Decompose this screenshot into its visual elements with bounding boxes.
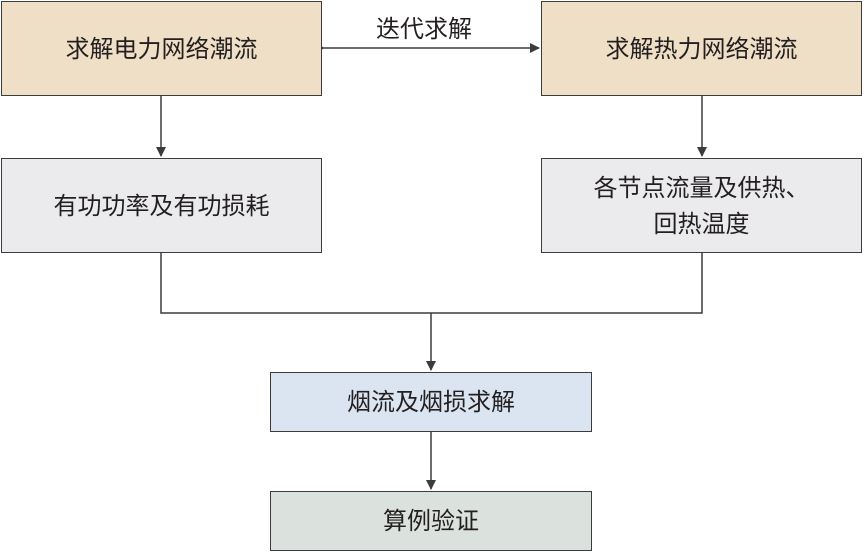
exergy-node: 烟流及烟损求解	[270, 372, 592, 432]
active-power-label: 有功功率及有功损耗	[53, 191, 270, 220]
node-params-label: 各节点流量及供热、 回热温度	[593, 173, 810, 238]
power-flow-node: 求解电力网络潮流	[1, 1, 322, 96]
power-flow-label: 求解电力网络潮流	[65, 34, 258, 63]
verify-label: 算例验证	[383, 507, 479, 535]
active-power-node: 有功功率及有功损耗	[1, 158, 322, 253]
merge-connector	[160, 253, 703, 314]
exergy-label: 烟流及烟损求解	[347, 388, 515, 416]
iterate-label: 迭代求解	[376, 15, 472, 43]
verify-node: 算例验证	[270, 491, 592, 551]
heat-flow-label: 求解热力网络潮流	[605, 34, 798, 63]
heat-flow-node: 求解热力网络潮流	[541, 1, 862, 96]
node-params-node: 各节点流量及供热、 回热温度	[541, 158, 862, 253]
